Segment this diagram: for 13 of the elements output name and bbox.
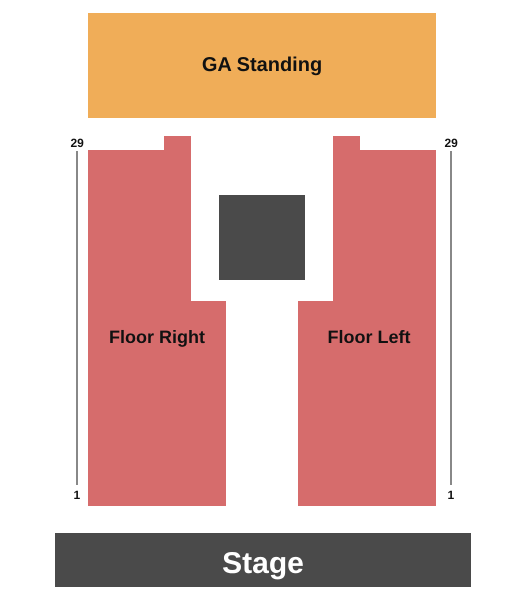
section-label: Floor Right	[109, 326, 205, 348]
seating-section	[298, 136, 436, 506]
seating-section	[88, 136, 226, 506]
row-number: 1	[448, 488, 454, 502]
row-number: 29	[444, 136, 458, 150]
section-label: Stage	[222, 547, 304, 581]
section-label: GA Standing	[202, 54, 322, 77]
standing-section	[88, 13, 436, 118]
row-number: 1	[74, 488, 80, 502]
mixing-booth	[219, 195, 305, 280]
section-label: Floor Left	[328, 326, 410, 348]
stage	[55, 533, 471, 587]
row-number: 29	[70, 136, 84, 150]
